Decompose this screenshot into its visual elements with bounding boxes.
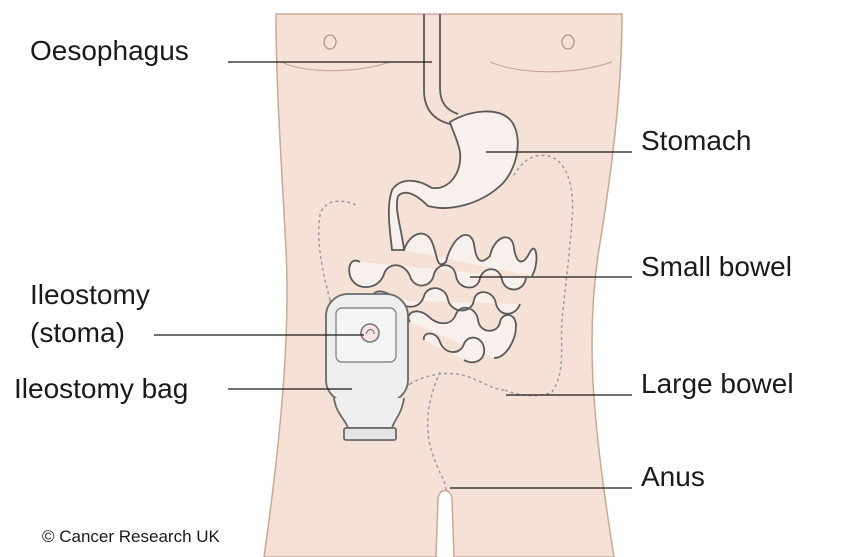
large-bowel [317, 154, 574, 491]
label-stoma: (stoma) [30, 317, 125, 348]
label-ileostomy-bag: Ileostomy bag [14, 373, 189, 404]
copyright-notice: © Cancer Research UK [42, 527, 220, 546]
torso [263, 13, 623, 557]
stoma-inner [365, 328, 375, 335]
label-stomach: Stomach [641, 125, 752, 156]
chest-contour-right [489, 61, 613, 73]
label-anus: Anus [641, 461, 705, 492]
nipple-right [561, 34, 575, 50]
label-large-bowel: Large bowel [641, 368, 794, 399]
label-ileostomy: Ileostomy [30, 279, 150, 310]
nipple-left [323, 34, 337, 50]
label-oesophagus: Oesophagus [30, 35, 189, 66]
label-small-bowel: Small bowel [641, 251, 792, 282]
stoma [360, 323, 380, 343]
leader-lines [154, 61, 632, 489]
small-bowel [348, 232, 538, 364]
oesophagus [423, 14, 459, 125]
ileostomy-bag-outlet [343, 427, 397, 441]
chest-contour-left [281, 61, 391, 72]
stomach [387, 110, 519, 251]
